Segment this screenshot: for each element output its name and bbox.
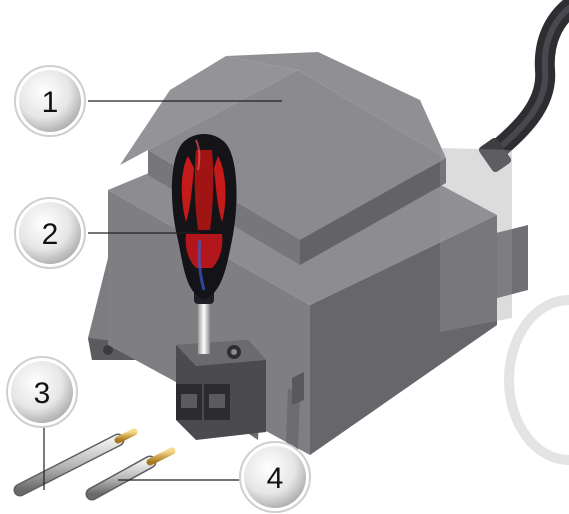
housing-cover — [148, 70, 446, 240]
background-arc — [504, 295, 569, 465]
cable-icon — [478, 0, 569, 173]
wire-lead — [13, 433, 157, 501]
screwdriver-icon — [171, 134, 237, 354]
callout-number-1: 1 — [42, 86, 59, 119]
callout-1: 1 — [14, 65, 86, 137]
mounting-hole — [103, 345, 113, 355]
callout-number-4: 4 — [267, 462, 284, 495]
stripped-wire-ends — [114, 428, 176, 466]
callout-number-3: 3 — [34, 377, 51, 410]
leader-lines — [43, 100, 282, 490]
transformer-housing — [88, 52, 528, 455]
callout-3: 3 — [6, 356, 78, 428]
screwdriver-shaft — [198, 292, 210, 354]
mounting-foot-right — [488, 225, 528, 300]
callout-number-2: 2 — [42, 218, 59, 251]
callout-2: 2 — [14, 197, 86, 269]
callout-4: 4 — [239, 441, 311, 513]
terminal-block-icon — [176, 340, 266, 440]
